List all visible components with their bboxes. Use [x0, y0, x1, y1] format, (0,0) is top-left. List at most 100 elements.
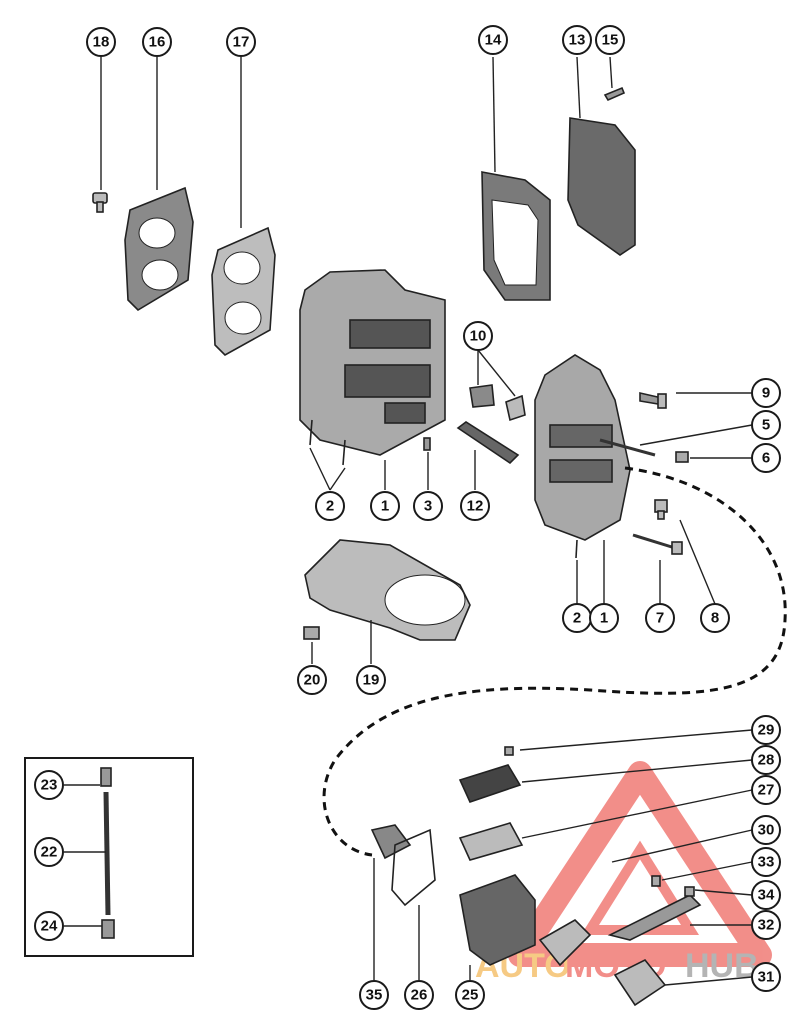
- callout-8: 8: [700, 603, 730, 633]
- part-25-reed-block: [459, 874, 536, 966]
- svg-text:3: 3: [424, 498, 432, 515]
- part-35-plate: [370, 824, 412, 860]
- callout-29: 29: [751, 715, 781, 745]
- callout-34: 34: [751, 880, 781, 910]
- callout-17: 17: [226, 27, 256, 57]
- svg-text:9: 9: [762, 385, 770, 402]
- svg-text:8: 8: [711, 610, 719, 627]
- svg-text:18: 18: [93, 34, 110, 51]
- callout-2-right: 2: [562, 603, 592, 633]
- callout-30: 30: [751, 815, 781, 845]
- svg-text:25: 25: [462, 987, 479, 1004]
- callout-25: 25: [455, 980, 485, 1010]
- dashed-route-line: [322, 466, 787, 857]
- part-24-fitting: [101, 919, 115, 939]
- part-17-gasket: [211, 226, 276, 356]
- part-3-dowel-pin: [423, 437, 431, 451]
- part-9-bolt: [639, 391, 667, 409]
- svg-text:24: 24: [41, 918, 58, 935]
- svg-text:33: 33: [758, 854, 775, 871]
- part-7-long-bolt: [632, 533, 683, 555]
- svg-text:1: 1: [600, 610, 608, 627]
- svg-text:1: 1: [381, 498, 389, 515]
- part-28-reed-stop: [458, 764, 522, 803]
- svg-text:35: 35: [366, 987, 383, 1004]
- callout-3: 3: [413, 491, 443, 521]
- part-6-nut: [675, 451, 689, 463]
- part-20-nut: [303, 626, 320, 640]
- svg-text:32: 32: [758, 917, 775, 934]
- callout-24: 24: [34, 911, 64, 941]
- part-15-screw: [603, 86, 626, 102]
- callout-5: 5: [751, 410, 781, 440]
- callout-14: 14: [478, 25, 508, 55]
- svg-text:5: 5: [762, 417, 770, 434]
- callout-27: 27: [751, 775, 781, 805]
- callout-7: 7: [645, 603, 675, 633]
- callout-23: 23: [34, 770, 64, 800]
- callout-2-left: 2: [315, 491, 345, 521]
- svg-text:15: 15: [602, 32, 619, 49]
- part-26-gasket: [391, 828, 436, 907]
- callout-28: 28: [751, 745, 781, 775]
- part-33-screw: [651, 875, 661, 887]
- svg-text:19: 19: [363, 672, 380, 689]
- svg-text:16: 16: [149, 34, 166, 51]
- callout-19: 19: [356, 665, 386, 695]
- callout-9: 9: [751, 378, 781, 408]
- watermark-text-hub: HUB: [685, 947, 759, 985]
- svg-text:28: 28: [758, 752, 775, 769]
- svg-text:20: 20: [304, 672, 321, 689]
- callout-13: 13: [562, 25, 592, 55]
- part-14-gasket: [481, 171, 551, 301]
- callout-32: 32: [751, 910, 781, 940]
- part-8-bolt: [654, 499, 668, 520]
- leader-lines: [64, 56, 753, 986]
- part-18-bolt: [92, 192, 108, 213]
- svg-text:22: 22: [41, 844, 58, 861]
- part-29-screw: [504, 746, 514, 756]
- callout-18: 18: [86, 27, 116, 57]
- callout-31: 31: [751, 962, 781, 992]
- part-19-base-gasket: [304, 539, 471, 641]
- svg-text:29: 29: [758, 722, 775, 739]
- svg-text:27: 27: [758, 782, 775, 799]
- svg-text:6: 6: [762, 450, 770, 467]
- part-1-cylinder-block-left: [299, 269, 446, 466]
- part-12-strip: [456, 421, 520, 465]
- callout-35: 35: [359, 980, 389, 1010]
- svg-text:26: 26: [411, 987, 428, 1004]
- part-34-screw: [684, 886, 695, 897]
- part-5-rod: [599, 438, 656, 457]
- svg-text:14: 14: [485, 32, 502, 49]
- callout-1-left: 1: [370, 491, 400, 521]
- svg-text:34: 34: [758, 887, 775, 904]
- part-1-cylinder-head-right: [534, 354, 631, 559]
- part-22-hose: [103, 791, 111, 916]
- part-13-cover-plate: [567, 117, 636, 256]
- part-32-linkage: [607, 894, 702, 941]
- callout-26: 26: [404, 980, 434, 1010]
- part-27-reed: [458, 822, 524, 861]
- part-23-fitting: [100, 767, 112, 787]
- callout-6: 6: [751, 443, 781, 473]
- callout-22: 22: [34, 837, 64, 867]
- svg-text:2: 2: [573, 610, 581, 627]
- svg-text:31: 31: [758, 969, 775, 986]
- inset-box: [24, 757, 194, 957]
- svg-text:13: 13: [569, 32, 586, 49]
- svg-text:7: 7: [656, 610, 664, 627]
- svg-text:2: 2: [326, 498, 334, 515]
- part-10-clips: [469, 384, 526, 422]
- callout-20: 20: [297, 665, 327, 695]
- svg-text:23: 23: [41, 777, 58, 794]
- callout-16: 16: [142, 27, 172, 57]
- callout-15: 15: [595, 25, 625, 55]
- callout-12: 12: [460, 491, 490, 521]
- callout-1-right: 1: [589, 603, 619, 633]
- part-16-gasket: [124, 186, 194, 312]
- callout-10: 10: [463, 321, 493, 351]
- svg-text:30: 30: [758, 822, 775, 839]
